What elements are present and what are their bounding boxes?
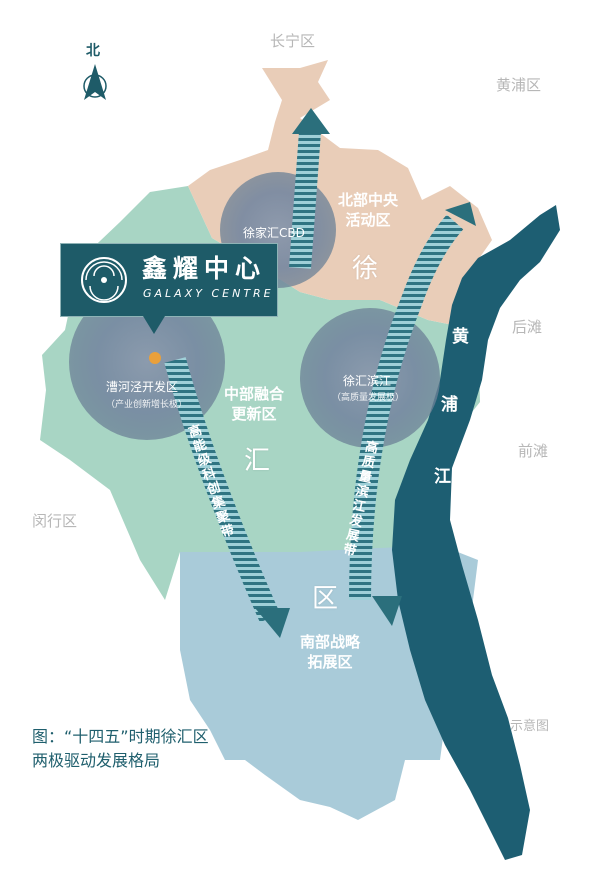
river-char-3: 江 [434, 467, 451, 487]
caption-line-1: 图：“十四五”时期徐汇区 [32, 727, 209, 746]
galaxy-centre-callout [60, 243, 278, 317]
changning-label: 长宁区 [270, 32, 316, 50]
arrow-north-head [292, 108, 330, 134]
map-caption: 图：“十四五”时期徐汇区 两极驱动发展格局 [32, 725, 209, 773]
arrow-west-head [255, 608, 290, 638]
arrow-west [164, 357, 281, 623]
xujiahui-label: 徐家汇CBD [243, 226, 305, 240]
xuhui-bund-label: 徐汇滨江 [343, 374, 392, 388]
arrow-east-head [445, 202, 476, 226]
river-char-2: 浦 [441, 395, 458, 415]
central-zone-label: 中部融合 更新区 [224, 385, 285, 423]
district-char-qu: 区 [312, 584, 339, 614]
compass-icon [83, 64, 107, 100]
south-zone-label: 南部战略 拓展区 [300, 633, 361, 671]
galaxy-centre-name-en: GALAXY CENTRE [143, 287, 274, 300]
arrow-east [349, 214, 464, 601]
schematic-note: 示意图 [510, 719, 550, 734]
minhang-label: 闵行区 [32, 512, 78, 530]
huangpu-river [392, 205, 560, 860]
xuhui-bund-sub-label: （高质量发展极） [332, 393, 405, 403]
district-char-hui: 汇 [244, 446, 271, 476]
north-zone-label: 北部中央 活动区 [338, 191, 399, 229]
river-char-1: 黄 [452, 327, 469, 347]
houtan-label: 后滩 [512, 318, 543, 336]
caohejing-sub-label: （产业创新增长极） [106, 400, 188, 410]
arrow-north [289, 131, 321, 269]
compass-label: 北 [86, 43, 100, 59]
huangpu-label: 黄浦区 [496, 76, 542, 94]
galaxy-logo-icon [81, 257, 127, 303]
callout-pointer [143, 316, 165, 334]
location-marker [149, 352, 161, 364]
caption-line-2: 两极驱动发展格局 [32, 751, 161, 770]
caohejing-label: 漕河泾开发区 [106, 380, 179, 394]
galaxy-centre-name-cn: 鑫耀中心 [142, 254, 267, 283]
qiantan-label: 前滩 [518, 442, 549, 460]
district-char-xu: 徐 [352, 254, 379, 284]
arrow-east-tail-head [372, 596, 402, 626]
